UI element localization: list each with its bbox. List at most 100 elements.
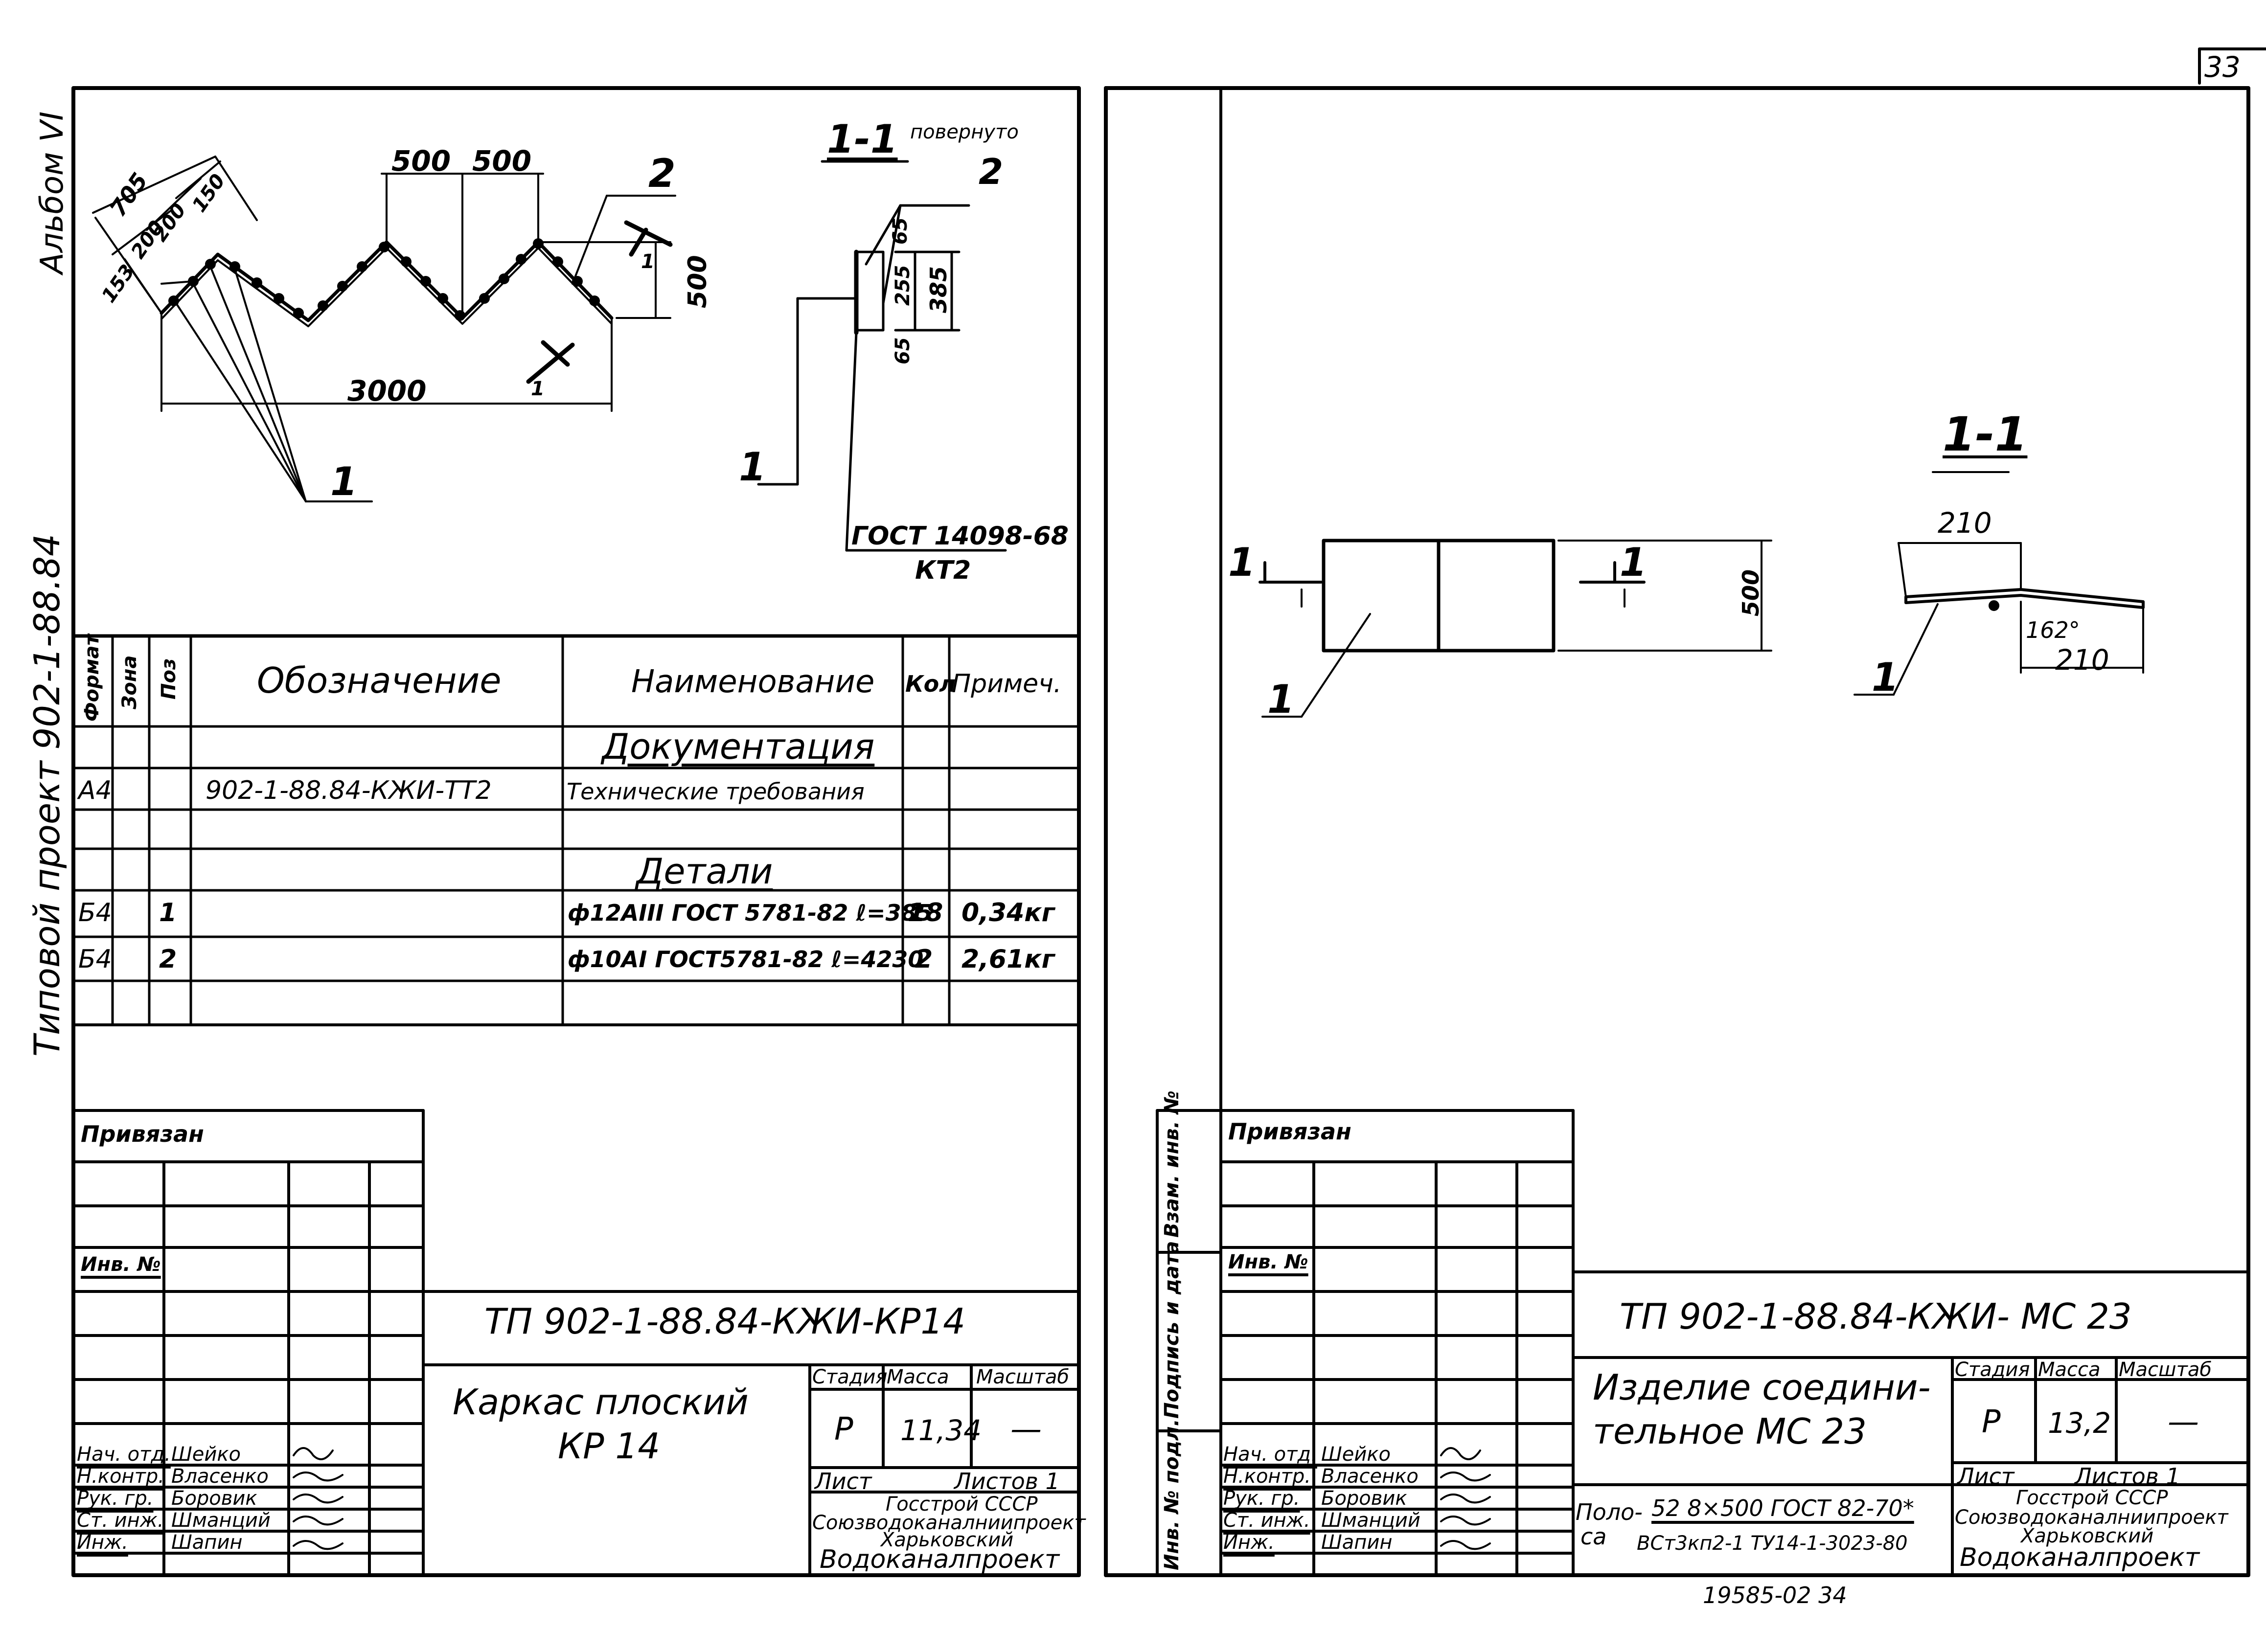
plan-cut-left: 1 xyxy=(1228,540,1256,585)
drawing-title-line1: Каркас плоский xyxy=(453,1381,749,1423)
stamp-name-right: Шейко xyxy=(1321,1443,1391,1466)
stamp-name: Боровик xyxy=(171,1487,257,1510)
scale-value: — xyxy=(1010,1411,1042,1448)
header-designation: Обозначение xyxy=(257,660,502,701)
row-qty: 18 xyxy=(908,898,943,928)
stage-label-right: Стадия xyxy=(1955,1358,2030,1381)
row-pos: 1 xyxy=(159,898,177,928)
stamp-name-right: Боровик xyxy=(1321,1487,1407,1510)
vzam-inv-label: Взам. инв. № xyxy=(1161,1090,1183,1238)
cut-mark-label-b: 1 xyxy=(531,378,545,400)
stamp-name-right: Шапин xyxy=(1321,1531,1393,1554)
section-pos-1: 1 xyxy=(1872,655,1899,700)
callout-pos-2: 2 xyxy=(648,151,676,196)
section-title-right: 1-1 xyxy=(1943,407,2028,462)
sheet-label: Лист xyxy=(815,1468,872,1494)
row-name: Технические требования xyxy=(567,778,865,805)
org-3: Харьковский xyxy=(881,1529,1014,1551)
inv-no-label-right: Инв. № xyxy=(1228,1251,1308,1273)
stamp-role: Инж. xyxy=(77,1531,128,1554)
frame-dims xyxy=(92,156,671,412)
org-2-right: Союзводоканалниипроект xyxy=(1955,1506,2228,1529)
cut-mark-label-a: 1 xyxy=(641,250,655,273)
left-spec-table-grid xyxy=(72,634,1080,1026)
org-1: Госстрой СССР xyxy=(886,1493,1038,1516)
stamp-name-right: Власенко xyxy=(1321,1465,1419,1488)
left-stamp-grid xyxy=(72,1109,1080,1577)
right-sheet-frame xyxy=(1104,86,2250,1577)
sheet-number: 33 xyxy=(2204,50,2241,84)
org-1-right: Госстрой СССР xyxy=(2016,1487,2168,1509)
mass-value-right: 13,2 xyxy=(2048,1406,2111,1440)
stamp-role-right: Нач. отд. xyxy=(1223,1443,1317,1466)
mass-label-right: Масса xyxy=(2038,1358,2101,1381)
sheets-label-right: Листов 1 xyxy=(2075,1463,2180,1490)
section-callout-pos-1: 1 xyxy=(739,444,766,490)
frame-cut-marks xyxy=(526,220,673,384)
plate-plan-view xyxy=(1322,539,1556,653)
sheet-label-right: Лист xyxy=(1957,1463,2014,1490)
stamp-name: Шапин xyxy=(171,1531,243,1554)
plan-pos-1: 1 xyxy=(1267,677,1295,722)
dim-65a: 65 xyxy=(889,217,912,245)
header-pos: Поз xyxy=(158,658,180,700)
org-2: Союзводоканалниипроект xyxy=(812,1512,1086,1534)
stage-label: Стадия xyxy=(812,1366,888,1388)
gost-label: ГОСТ 14098-68 xyxy=(851,521,1069,551)
plan-dim-500: 500 xyxy=(1738,569,1764,616)
sheets-label: Листов 1 xyxy=(954,1468,1060,1494)
section-angle: 162° xyxy=(2026,617,2080,643)
dim-500b: 500 xyxy=(472,144,532,178)
org-4: Водоканалпроект xyxy=(820,1545,1060,1574)
stamp-role: Рук. гр. xyxy=(77,1487,154,1510)
drawing-title-right-line1: Изделие соедини- xyxy=(1593,1367,1931,1408)
dim-3000: 3000 xyxy=(347,374,427,407)
header-qty: Кол xyxy=(905,671,956,697)
row-note: 2,61кг xyxy=(961,945,1055,974)
dim-385: 385 xyxy=(925,266,952,313)
row-format: А4 xyxy=(78,776,112,805)
frame-leaders xyxy=(175,195,676,502)
scale-label-right: Масштаб xyxy=(2119,1358,2212,1381)
stamp-name-right: Шманций xyxy=(1321,1509,1420,1532)
drawing-code: ТП 902-1-88.84-КЖИ-КР14 xyxy=(484,1301,965,1342)
header-note: Примеч. xyxy=(952,669,1062,699)
dim-65b: 65 xyxy=(892,337,914,364)
org-3-right: Харьковский xyxy=(2021,1525,2154,1547)
mass-value: 11,34 xyxy=(900,1414,982,1447)
plate-plan-dims xyxy=(1259,540,1772,718)
stamp-role: Ст. инж. xyxy=(77,1509,164,1532)
section-dim-210b: 210 xyxy=(2055,643,2109,677)
stamp-role-right: Н.контр. xyxy=(1223,1465,1311,1488)
row-name: Документация xyxy=(602,726,875,767)
left-section-view xyxy=(757,160,1007,552)
stamp-role-right: Инж. xyxy=(1223,1531,1275,1554)
gost-type: КТ2 xyxy=(915,556,971,585)
section-title-left: 1-1 xyxy=(827,116,898,162)
stamp-name: Шманций xyxy=(171,1509,271,1532)
stamp-role-right: Рук. гр. xyxy=(1223,1487,1300,1510)
row-format: Б4 xyxy=(78,945,112,974)
stamp-name: Шейко xyxy=(171,1443,241,1466)
bottom-stamp: 19585-02 34 xyxy=(1703,1582,1847,1608)
dim-500-vertical: 500 xyxy=(683,255,712,308)
drawing-title-line2: КР 14 xyxy=(558,1426,661,1467)
inv-no-label: Инв. № xyxy=(81,1253,161,1276)
podpis-label: Подпись и дата xyxy=(1161,1241,1183,1419)
section-title-note: повернуто xyxy=(910,121,1019,143)
privyazan-label-right: Привязан xyxy=(1228,1118,1351,1145)
scale-value-right: — xyxy=(2168,1404,2199,1440)
right-stamp-grid xyxy=(1156,1109,2250,1577)
row-pos: 2 xyxy=(159,945,177,974)
section-dim-210a: 210 xyxy=(1938,506,1992,540)
section-callout-pos-2: 2 xyxy=(979,151,1004,192)
header-zone: Зона xyxy=(118,655,141,709)
scale-label: Масштаб xyxy=(976,1366,1070,1388)
org-4-right: Водоканалпроект xyxy=(1960,1543,2200,1572)
row-name: ф10АI ГОСТ5781-82 ℓ=4230 xyxy=(568,946,924,973)
plan-cut-right: 1 xyxy=(1620,540,1647,585)
stage-value: Р xyxy=(834,1411,853,1448)
inv-podl-label: Инв. № подл. xyxy=(1161,1419,1183,1570)
material-top: 52 8×500 ГОСТ 82-70* xyxy=(1651,1495,1914,1521)
